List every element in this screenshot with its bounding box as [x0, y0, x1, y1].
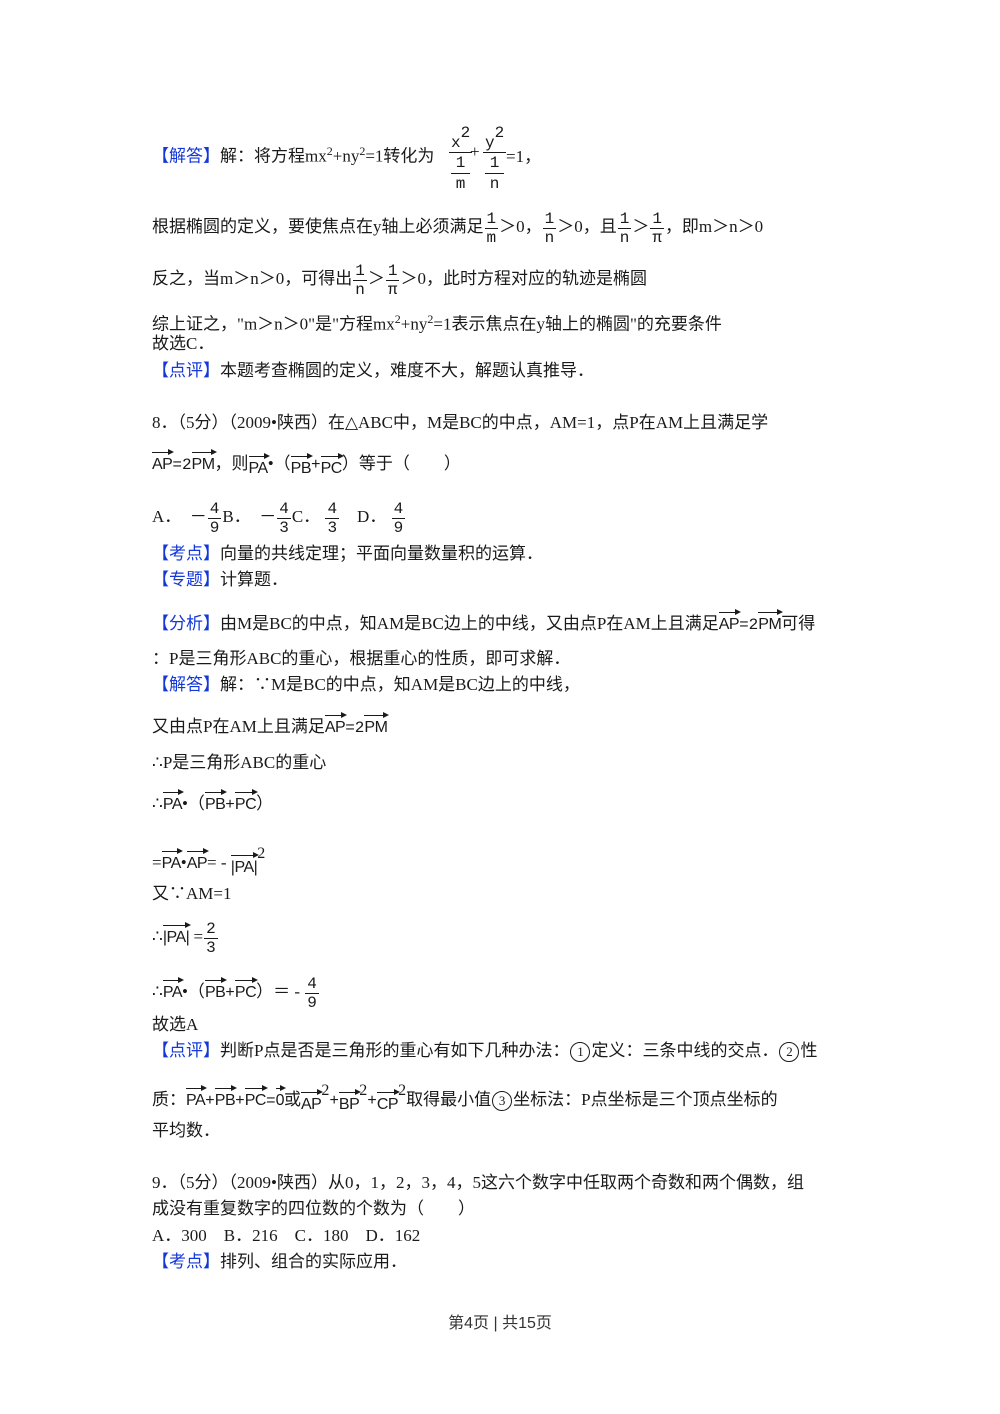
answer-tag: 【解答】: [152, 146, 220, 166]
vector-pc: PC: [320, 453, 345, 480]
q8-step2: ∴P是三角形ABC的重心: [152, 753, 327, 772]
vector-pa: PA: [248, 453, 270, 480]
q8-question-line2: AP=2PM，则PA•（PB+PC）等于（ ）: [152, 449, 461, 480]
prev-review: 【点评】本题考查椭圆的定义，难度不大，解题认真推导．: [152, 361, 594, 380]
q8-review-line3: 平均数．: [152, 1121, 220, 1140]
equals-one: =1，: [506, 147, 542, 166]
q8-kaodian: 【考点】向量的共线定理；平面向量数量积的运算．: [152, 544, 543, 563]
vector-pm: PM: [191, 449, 217, 476]
q9-header: 9．（5分）（2009•陕西）从0，1，2，3，4，5这六个数字中任取两个奇数和…: [152, 1173, 804, 1192]
q8-jieda: 【解答】解：∵M是BC的中点，知AM是BC边上的中线，: [152, 675, 580, 694]
q9-question-line2: 成没有重复数字的四位数的个数为（ ）: [152, 1199, 475, 1218]
q8-step5: 又∵AM=1: [152, 884, 232, 903]
vector-ap: AP: [152, 449, 175, 476]
q8-step4: =PA•AP= - |PA|2: [152, 843, 265, 879]
q8-step8: 故选A: [152, 1015, 199, 1034]
vector-pb: PB: [290, 453, 314, 480]
review-tag: 【点评】: [152, 361, 220, 380]
q8-zhuanti: 【专题】计算题．: [152, 570, 288, 589]
plus-sign: +: [470, 142, 480, 161]
q9-options: A．300 B．216 C．180 D．162: [152, 1226, 421, 1245]
prev-answer-choice: 故选C．: [152, 334, 215, 353]
q8-step1: 又由点P在AM上且满足AP=2PM: [152, 712, 390, 739]
prev-answer-line1: 【解答】解：将方程mx2+ny2=1转化为: [152, 144, 435, 166]
prev-answer-line4: 综上证之，"m＞n＞0"是"方程mx2+ny2=1表示焦点在y轴上的椭圆"的充要…: [152, 312, 722, 334]
q8-fenxi: 【分析】由M是BC的中点，知AM是BC边上的中线，又由点P在AM上且满足AP=2…: [152, 609, 815, 636]
q8-step3: ∴PA•（PB+PC）: [152, 789, 273, 816]
q8-header: 8．（5分）（2009•陕西）在△ABC中，M是BC的中点，AM=1，点P在AM…: [152, 413, 769, 432]
page-footer: 第4页 | 共15页: [448, 1315, 552, 1332]
q9-kaodian: 【考点】排列、组合的实际应用．: [152, 1252, 407, 1271]
q8-fenxi-line2: ：P是三角形ABC的重心，根据重心的性质，即可求解．: [152, 649, 571, 668]
